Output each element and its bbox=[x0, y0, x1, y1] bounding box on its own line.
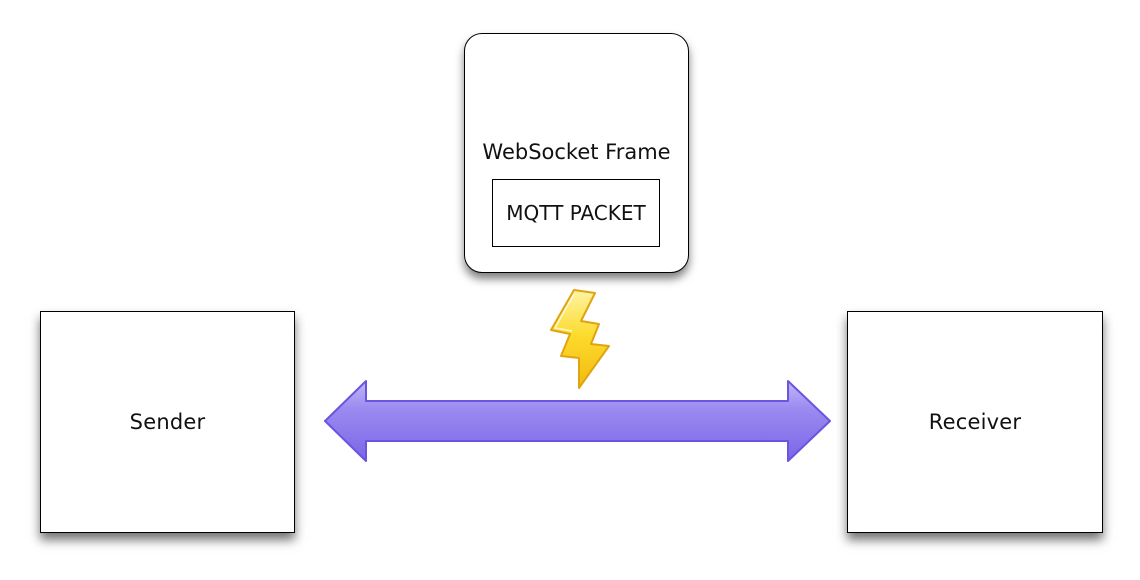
mqtt-packet-label: MQTT PACKET bbox=[506, 201, 646, 225]
websocket-frame-label: WebSocket Frame bbox=[482, 140, 671, 164]
mqtt-packet-node: MQTT PACKET bbox=[492, 179, 660, 247]
receiver-label: Receiver bbox=[928, 410, 1022, 434]
sender-label: Sender bbox=[129, 410, 206, 434]
bidirectional-arrow bbox=[324, 380, 831, 462]
websocket-frame-node: WebSocket Frame MQTT PACKET bbox=[464, 33, 689, 273]
receiver-node: Receiver bbox=[847, 311, 1103, 533]
sender-node: Sender bbox=[40, 311, 295, 533]
lightning-bolt-icon bbox=[550, 289, 610, 389]
